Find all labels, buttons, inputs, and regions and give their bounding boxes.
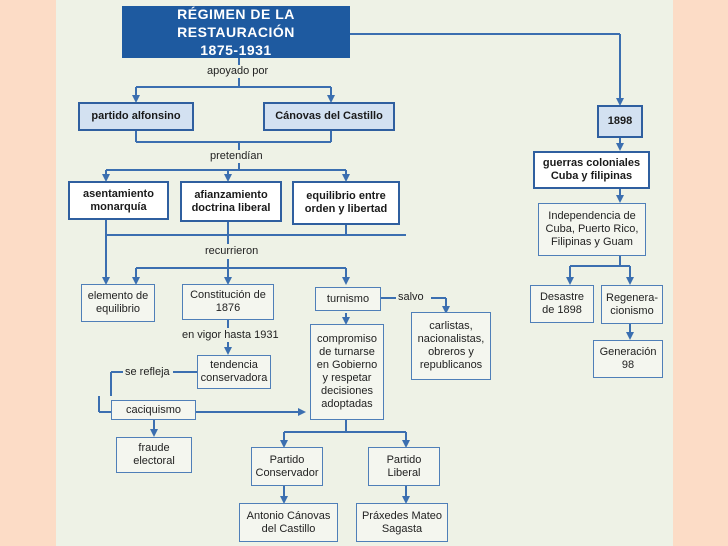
node-asentamiento: asentamiento monarquía [68,181,169,220]
connector-recurrieron: recurrieron [205,245,259,257]
node-p-conservador: Partido Conservador [251,447,323,486]
node-turnismo: turnismo [315,287,381,311]
node-equilibrio-orden: equilibrio entre orden y libertad [292,181,400,225]
connector-lines [98,33,634,504]
title-line2: 1875-1931 [200,42,272,58]
node-constitucion: Constitución de 1876 [182,284,274,320]
title-line1: RÉGIMEN DE LA RESTAURACIÓN [177,6,295,40]
node-praxedes: Práxedes Mateo Sagasta [356,503,448,542]
connector-pretendian: pretendían [210,150,263,162]
node-afianzamiento: afianzamiento doctrina liberal [180,181,282,222]
connector-salvo: salvo [398,291,424,303]
node-guerras: guerras coloniales Cuba y filipinas [533,151,650,189]
node-p-liberal: Partido Liberal [368,447,440,486]
title-box: RÉGIMEN DE LA RESTAURACIÓN 1875-1931 [122,6,350,58]
node-independencia: Independencia de Cuba, Puerto Rico, Fili… [538,203,646,256]
node-generacion: Generación 98 [593,340,663,378]
connector-vigor: en vigor hasta 1931 [182,329,279,341]
node-antonio: Antonio Cánovas del Castillo [239,503,338,542]
concept-map: RÉGIMEN DE LA RESTAURACIÓN 1875-1931 apo… [56,0,673,546]
node-regeneracionismo: Regenera-cionismo [601,285,663,324]
node-compromiso: compromiso de turnarse en Gobierno y res… [310,324,384,420]
connector-refleja: se refleja [125,366,170,378]
node-canovas: Cánovas del Castillo [263,102,395,131]
node-fraude: fraude electoral [116,437,192,473]
connector-apoyado: apoyado por [207,65,269,77]
node-carlistas: carlistas, nacionalistas, obreros y repu… [411,312,491,380]
node-elemento: elemento de equilibrio [81,284,155,322]
node-tendencia: tendencia conservadora [197,355,271,389]
node-1898: 1898 [597,105,643,138]
node-caciquismo: caciquismo [111,400,196,420]
node-desastre: Desastre de 1898 [530,285,594,323]
node-alfonsino: partido alfonsino [78,102,194,131]
